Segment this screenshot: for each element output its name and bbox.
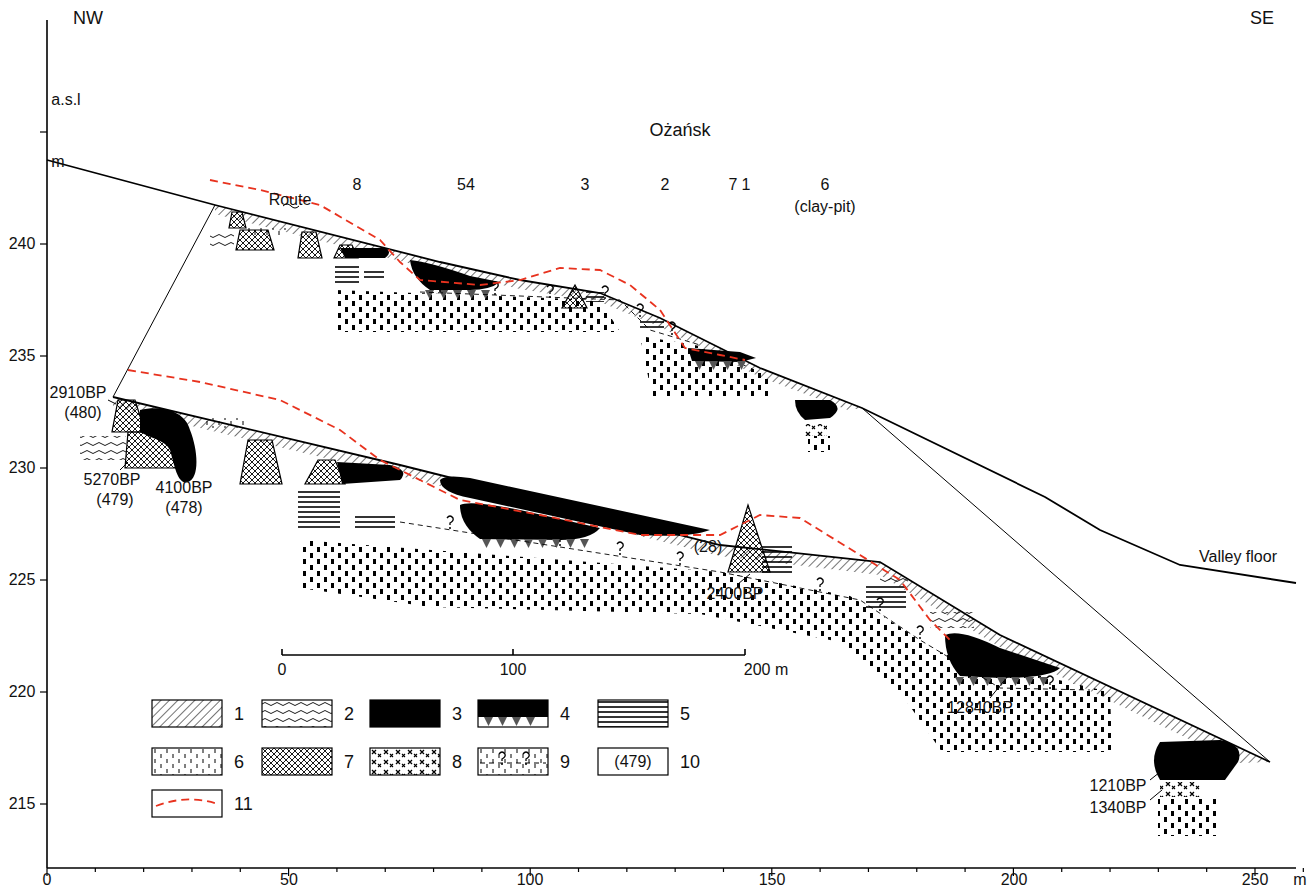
legend-number: 4 [560, 705, 570, 723]
axis-tick: 230 [9, 460, 36, 476]
scale-bar [282, 649, 745, 655]
legend-swatch [370, 748, 440, 775]
axis-unit: m [1293, 872, 1306, 888]
legend-number: 9 [560, 753, 570, 771]
axis-tick: 240 [9, 236, 36, 252]
legend-swatch [478, 700, 548, 727]
legend-swatch [262, 700, 332, 727]
direction-label: NW [73, 9, 103, 27]
date-label: 1340BP [1090, 800, 1147, 816]
sample-number: (480) [64, 405, 101, 421]
reconstruction-lines [128, 180, 950, 640]
legend-swatch [152, 700, 222, 727]
date-label: 1210BP [1090, 778, 1147, 794]
silt-bodies [205, 228, 288, 428]
question-symbols [437, 279, 1053, 689]
axis-tick: 200 [1001, 872, 1028, 888]
scale-label: 200 m [744, 662, 788, 678]
axis-tick: 50 [280, 872, 298, 888]
sample-number: (28) [694, 539, 722, 555]
soil-strips [113, 205, 1270, 763]
axis-unit: a.s.l [51, 92, 80, 108]
legend-swatch [370, 700, 440, 727]
color-swatch [370, 700, 440, 727]
legend-number: 2 [344, 705, 354, 723]
sample-number: (479) [614, 754, 651, 770]
organic-bodies [140, 248, 1240, 780]
legend-number: 3 [452, 705, 462, 723]
scale-label: 0 [278, 662, 287, 678]
scale-label: 100 [500, 662, 527, 678]
profile-number: 2 [661, 177, 670, 193]
date-label: 5270BP [84, 472, 141, 488]
legend-number: 10 [680, 753, 700, 771]
crosses-bodies [805, 424, 1200, 797]
legend-swatch [478, 748, 548, 775]
legend-swatch [262, 748, 332, 775]
profile-note: (clay-pit) [794, 199, 855, 215]
legend-number: 1 [234, 705, 244, 723]
axis-tick: 220 [9, 684, 36, 700]
profile-number: 54 [457, 177, 475, 193]
site-name: Ożańsk [649, 121, 710, 139]
axis-tick: 215 [9, 796, 36, 812]
profile-number: 8 [353, 177, 362, 193]
date-label: 12840BP [947, 700, 1013, 716]
axis-tick: 250 [1242, 872, 1269, 888]
profile-number: 7 [729, 177, 738, 193]
axis-tick: 225 [9, 572, 36, 588]
date-label: 2910BP [50, 385, 107, 401]
axes [47, 20, 1296, 868]
sample-number: (478) [165, 500, 202, 516]
legend-number: 6 [234, 753, 244, 771]
profile-number: 1 [742, 177, 751, 193]
direction-label: SE [1250, 9, 1274, 27]
gravel-blocks [112, 212, 770, 572]
surface-lines [47, 160, 1296, 762]
legend-swatch [598, 700, 668, 727]
legend-number: 8 [452, 753, 462, 771]
leader-lines [108, 400, 1162, 800]
route-label: Route [269, 192, 312, 208]
uncertain-boundaries [400, 292, 1090, 690]
axis-tick: 0 [43, 872, 52, 888]
legend-swatch [152, 790, 222, 817]
axis-tick: 100 [517, 872, 544, 888]
date-label: 4100BP [156, 480, 213, 496]
legend-number: 11 [234, 795, 253, 813]
profile-number: 6 [821, 177, 830, 193]
place-label: Valley floor [1199, 549, 1277, 565]
axis-ticks [40, 132, 1303, 876]
profile-number: 3 [581, 177, 590, 193]
axis-tick: 235 [9, 348, 36, 364]
erosion-teeth [425, 290, 1048, 686]
legend-swatch [152, 748, 222, 775]
axis-tick: 150 [759, 872, 786, 888]
axis-unit: m [51, 154, 64, 170]
legend-swatch [598, 748, 668, 775]
legend [152, 700, 668, 817]
sample-number: (479) [96, 492, 133, 508]
legend-number: 5 [680, 705, 690, 723]
date-label: 2400BP [707, 586, 764, 602]
legend-number: 7 [344, 753, 354, 771]
